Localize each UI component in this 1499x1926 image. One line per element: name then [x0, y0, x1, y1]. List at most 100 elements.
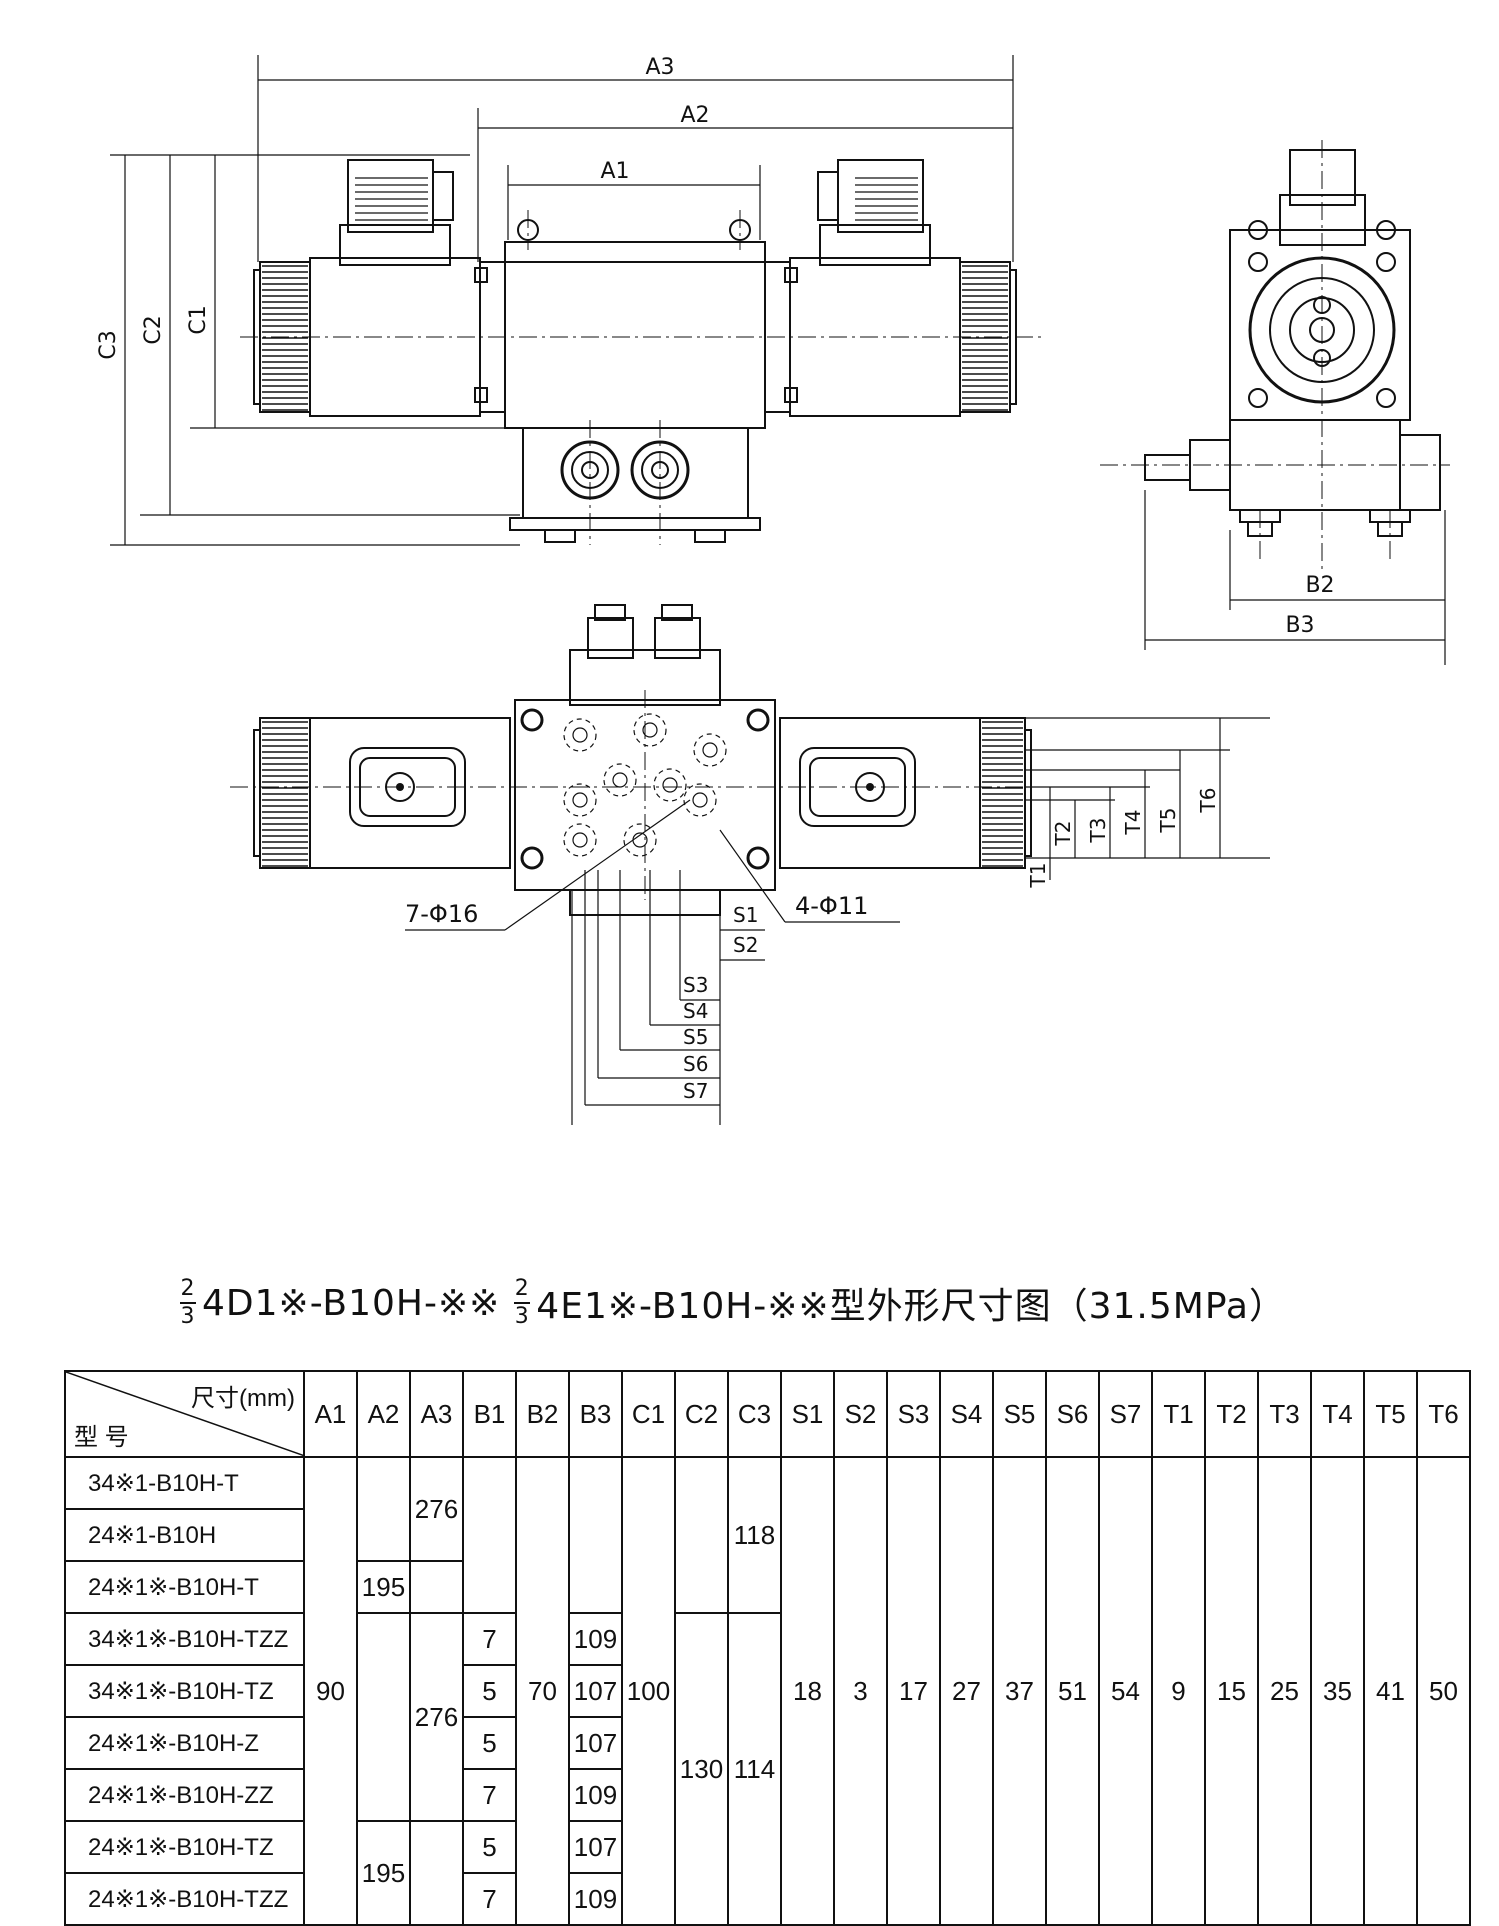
dim-B3: B3: [1285, 613, 1314, 638]
col-header: S4: [939, 1370, 994, 1458]
dim-T5: T5: [1156, 808, 1180, 834]
cell-T3: 25: [1257, 1456, 1312, 1926]
cell-B3: 109: [568, 1872, 623, 1926]
col-header: T6: [1416, 1370, 1471, 1458]
col-header: S7: [1098, 1370, 1153, 1458]
dim-B2: B2: [1305, 573, 1334, 598]
col-header: C3: [727, 1370, 782, 1458]
connector-lines: [355, 177, 918, 221]
model-cell: 24※1※-B10H-ZZ: [64, 1768, 305, 1822]
cell-B1: 7: [462, 1872, 517, 1926]
dim-S6: S6: [683, 1052, 708, 1076]
cell-A2-empty: [356, 1456, 411, 1562]
table-row: 24※1※-B10H-TZZ 7 109: [64, 1872, 1470, 1926]
dim-C1: C1: [186, 305, 211, 334]
dim-S4: S4: [683, 999, 708, 1023]
cell-B1: 7: [462, 1768, 517, 1822]
callout-4-holes: 4-Φ11: [795, 892, 868, 920]
cell-S7: 54: [1098, 1456, 1153, 1926]
cell-C2: 130: [674, 1612, 729, 1926]
figure-caption: 2 3 4D1※-B10H-※※ 2 3 4E1※-B10H-※※型外形尺寸图（…: [180, 1268, 1380, 1338]
hatch-right: [962, 265, 1008, 411]
cell-B2: 70: [515, 1456, 570, 1926]
caption-part1: 4D1※-B10H-※※: [202, 1282, 501, 1324]
cell-A2: 195: [356, 1560, 411, 1614]
cell-S5: 37: [992, 1456, 1047, 1926]
cell-B1: 7: [462, 1612, 517, 1666]
cell-T6: 50: [1416, 1456, 1471, 1926]
side-view: B2 B3: [1100, 140, 1450, 665]
table-row: 24※1※-B10H-Z 5 107: [64, 1716, 1470, 1770]
cell-C2-empty: [674, 1456, 729, 1614]
cell-B3-empty: [568, 1456, 623, 1614]
cell-B1: 5: [462, 1716, 517, 1770]
caption-fraction: 2 3: [180, 1278, 196, 1328]
dim-T4: T4: [1121, 810, 1145, 836]
callout-7-holes: 7-Φ16: [405, 900, 478, 928]
caption-fraction-2: 2 3: [514, 1276, 531, 1329]
col-header: S6: [1045, 1370, 1100, 1458]
cell-T4: 35: [1310, 1456, 1365, 1926]
cell-A3: 276: [409, 1612, 464, 1822]
frac-den-2: 3: [514, 1304, 530, 1329]
frac-num-2: 2: [514, 1276, 530, 1301]
col-header: S5: [992, 1370, 1047, 1458]
cell-B3: 107: [568, 1716, 623, 1770]
cell-B3: 107: [568, 1664, 623, 1718]
cell-B1: 5: [462, 1820, 517, 1874]
hatch-top-right: [982, 721, 1023, 867]
cell-A2: 195: [356, 1820, 411, 1926]
dim-S7: S7: [683, 1079, 708, 1103]
dim-T1: T1: [1026, 863, 1050, 889]
cell-T2: 15: [1204, 1456, 1259, 1926]
col-header: T5: [1363, 1370, 1418, 1458]
caption-part2: 4E1※-B10H-※※型外形尺寸图（31.5MPa）: [536, 1286, 1286, 1327]
table-row: 34※1※-B10H-TZZ 276 7 109 130 114: [64, 1612, 1470, 1926]
model-cell: 24※1-B10H: [64, 1508, 305, 1562]
dim-T6: T6: [1196, 788, 1220, 814]
dim-S5: S5: [683, 1025, 708, 1049]
cell-C1: 100: [621, 1456, 676, 1926]
cell-A3-empty: [409, 1820, 464, 1926]
cell-B3: 109: [568, 1768, 623, 1822]
cell-A2-empty: [356, 1612, 411, 1822]
table-header-row: 尺寸(mm) 型 号 A1 A2 A3 B1 B2 B3 C1 C2 C3 S1…: [64, 1370, 1471, 1458]
cell-T1: 9: [1151, 1456, 1206, 1926]
model-cell: 24※1※-B10H-Z: [64, 1716, 305, 1770]
cell-C3: 118: [727, 1456, 782, 1614]
col-header: B3: [568, 1370, 623, 1458]
col-header: T1: [1151, 1370, 1206, 1458]
front-view: A3 A2 A1 C3 C2 C1: [96, 55, 1045, 546]
cell-S2: 3: [833, 1456, 888, 1926]
col-header: B1: [462, 1370, 517, 1458]
dim-A2: A2: [680, 103, 709, 128]
dim-S3: S3: [683, 973, 708, 997]
table-row: 34※1-B10H-T 90 276 70 100 118 18 3 17 27…: [64, 1456, 1471, 1926]
model-cell: 34※1-B10H-T: [64, 1456, 305, 1510]
dim-S1: S1: [733, 903, 758, 927]
dimension-table: 尺寸(mm) 型 号 A1 A2 A3 B1 B2 B3 C1 C2 C3 S1…: [64, 1370, 1471, 1926]
col-header: S3: [886, 1370, 941, 1458]
dimension-drawing: A3 A2 A1 C3 C2 C1: [96, 55, 1450, 1125]
col-header: S1: [780, 1370, 835, 1458]
table-row: 24※1※-B10H-TZ 195 5 107: [64, 1820, 1470, 1926]
cell-T5: 41: [1363, 1456, 1418, 1926]
col-header: C2: [674, 1370, 729, 1458]
col-header: A2: [356, 1370, 411, 1458]
header-unit: 尺寸(mm): [191, 1385, 295, 1412]
frac-den: 3: [180, 1304, 196, 1329]
dim-A1: A1: [600, 159, 629, 184]
header-corner: 尺寸(mm) 型 号: [64, 1370, 305, 1458]
model-cell: 24※1※-B10H-TZZ: [64, 1872, 305, 1926]
hatch-left: [262, 265, 308, 411]
table-row: 34※1※-B10H-TZ 5 107: [64, 1664, 1470, 1718]
col-header: T3: [1257, 1370, 1312, 1458]
model-cell: 34※1※-B10H-TZ: [64, 1664, 305, 1718]
cell-A3: 276: [409, 1456, 464, 1562]
col-header: T4: [1310, 1370, 1365, 1458]
cell-C3: 114: [727, 1612, 782, 1926]
cell-S4: 27: [939, 1456, 994, 1926]
cell-B1: 5: [462, 1664, 517, 1718]
model-cell: 34※1※-B10H-TZZ: [64, 1612, 305, 1666]
col-header: A3: [409, 1370, 464, 1458]
